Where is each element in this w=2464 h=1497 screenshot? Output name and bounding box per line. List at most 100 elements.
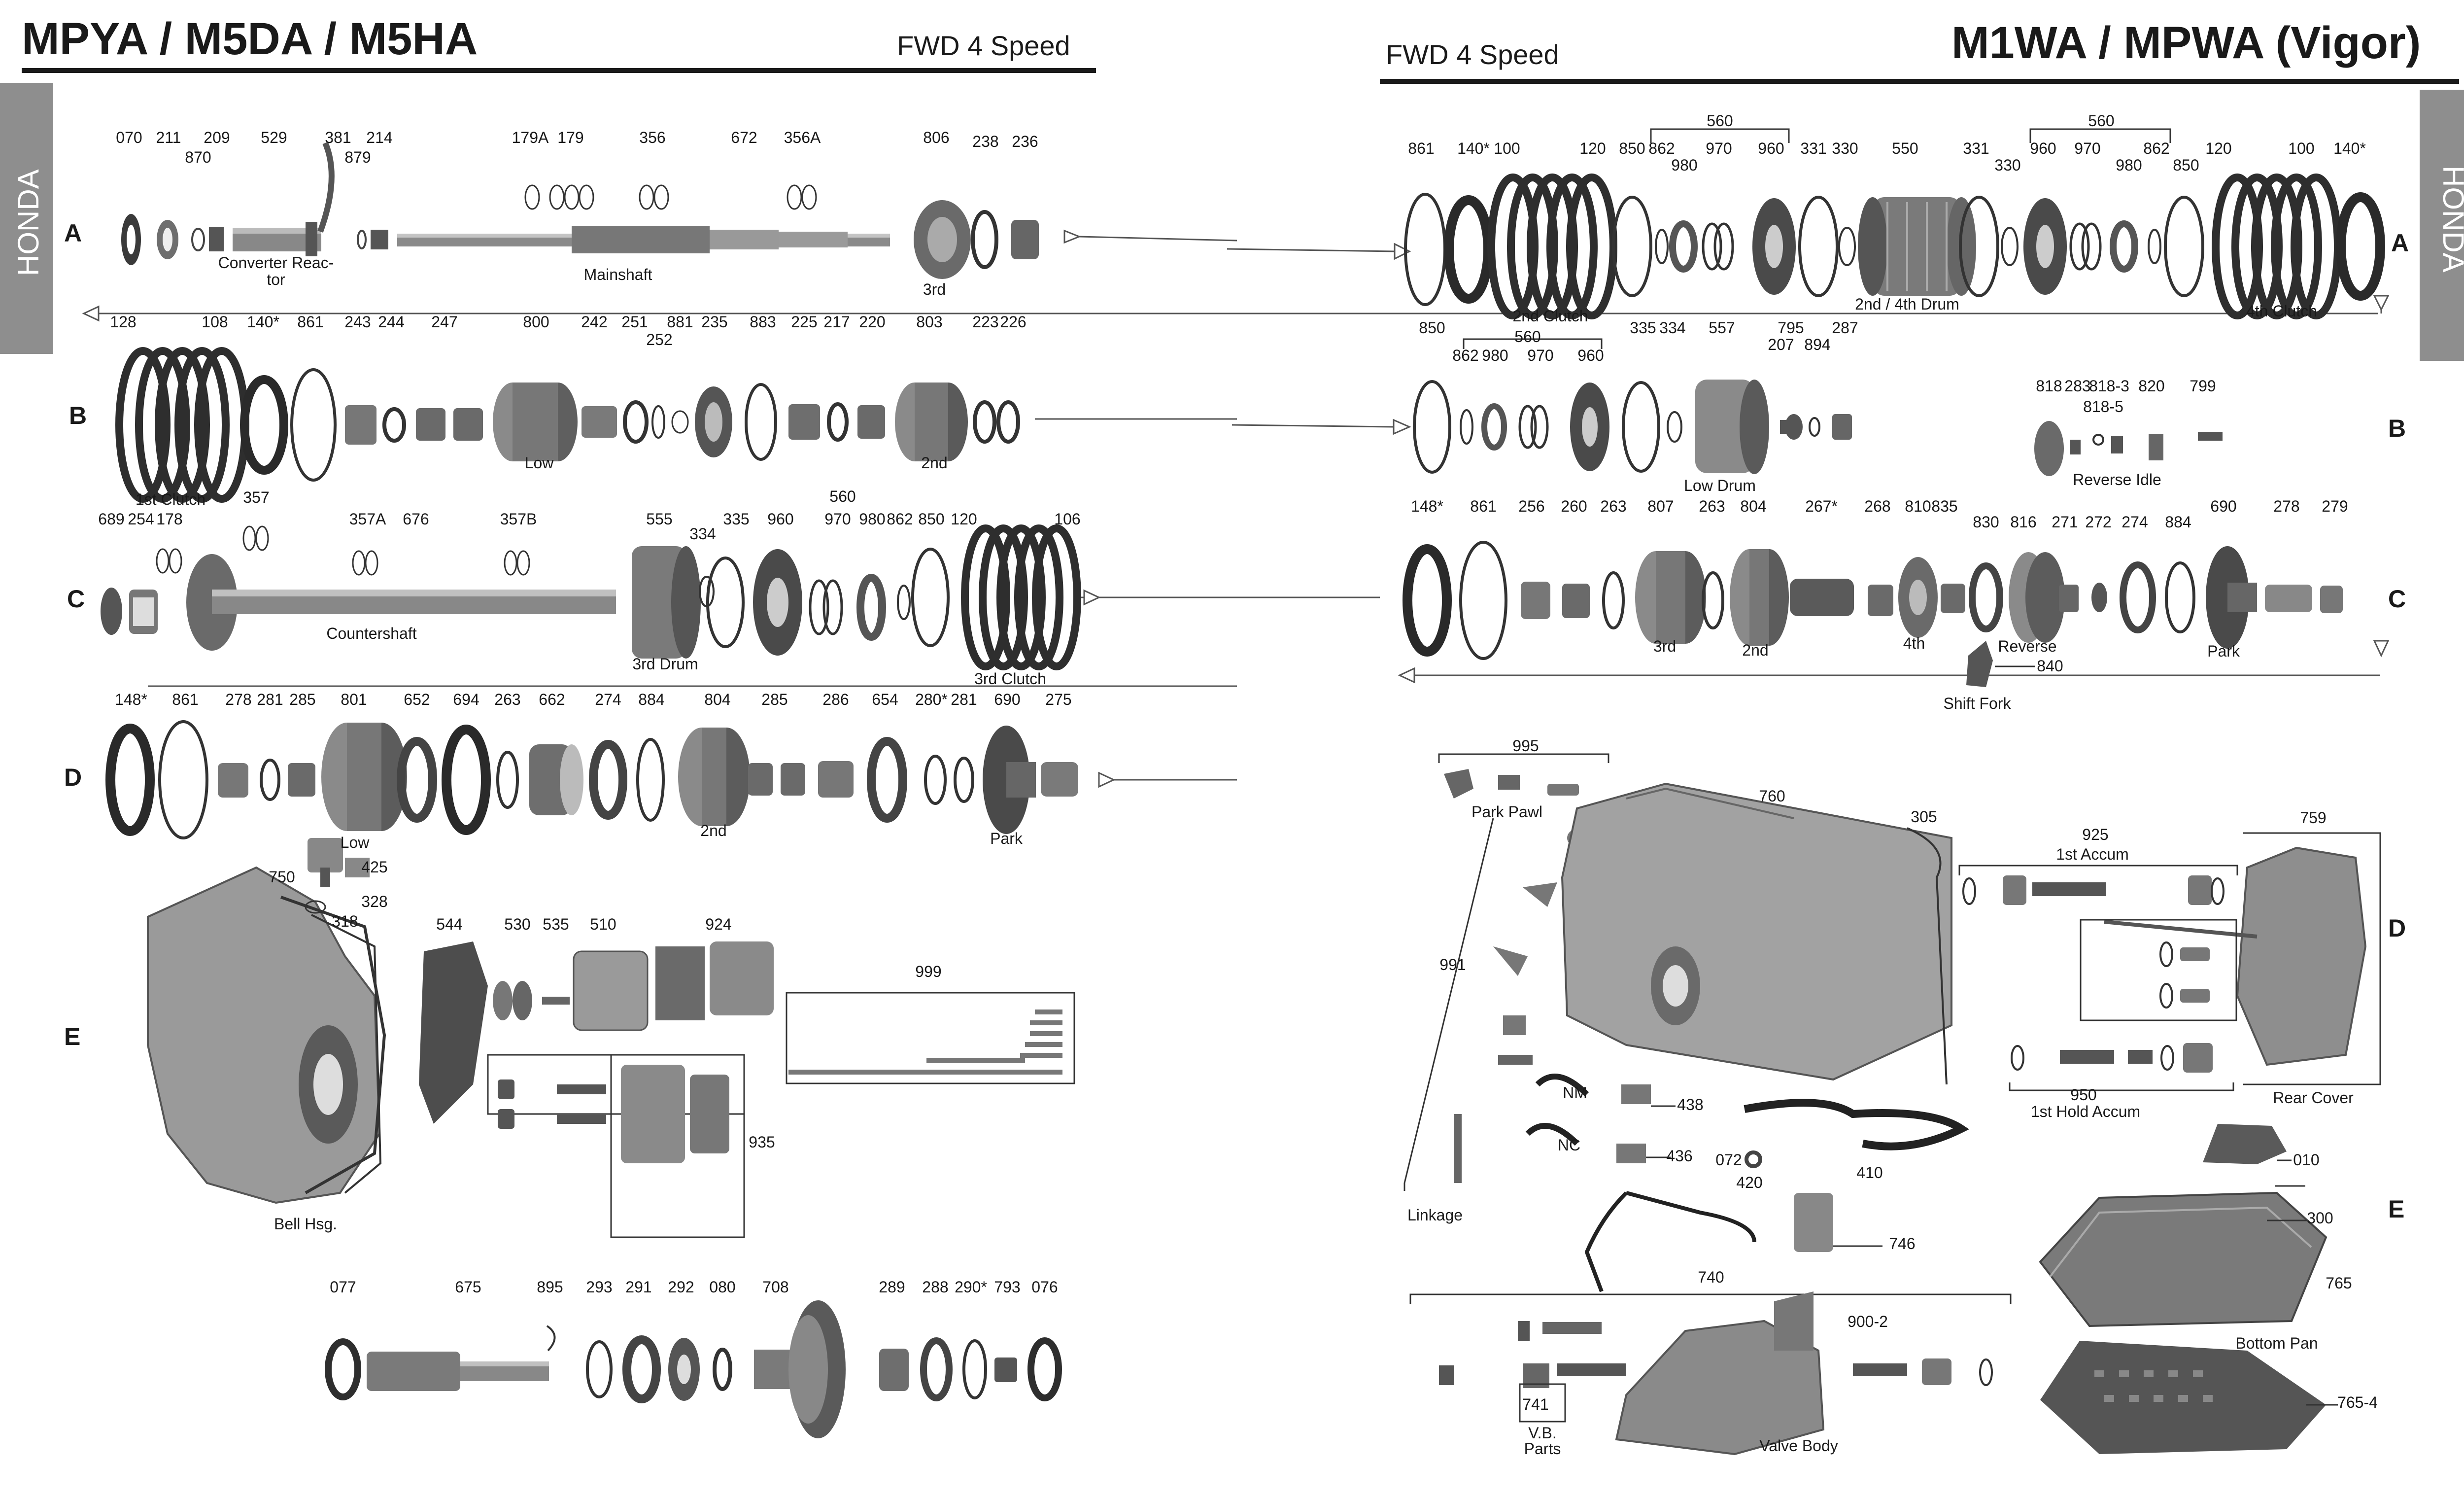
part-number-label: 884 — [638, 691, 664, 708]
part-544-separator-plate — [419, 941, 488, 1124]
part-835-bearing — [1941, 584, 1965, 613]
brand-tab-right-text: HONDA — [2437, 166, 2464, 273]
part-287-bearing — [1832, 414, 1852, 440]
part-861-snapring-ra — [1404, 193, 1446, 306]
part-number-label: 328 — [361, 893, 387, 910]
part-220-bearing — [857, 405, 885, 439]
part-number-label: 263 — [1699, 497, 1725, 515]
part-number-label: 807 — [1647, 497, 1674, 515]
part-268-bearing — [1868, 585, 1893, 616]
part-number-label: 935 — [749, 1133, 775, 1151]
part-862-ring-rb2 — [1460, 409, 1473, 445]
part-335-ring — [706, 557, 745, 648]
part-number-label: 759 — [2300, 809, 2326, 827]
part-number-label: 750 — [269, 868, 295, 886]
part-214-bearing — [371, 230, 388, 249]
part-number-label: 544 — [436, 915, 462, 933]
part-291-bearing — [622, 1335, 661, 1403]
part-076-seal — [1027, 1337, 1062, 1401]
part-number-label: 799 — [2190, 377, 2216, 395]
part-number-label: 438 — [1677, 1096, 1703, 1114]
part-number-label: 108 — [202, 313, 228, 331]
part-number-label: 850 — [918, 510, 944, 528]
part-number-label: 148* — [115, 691, 147, 708]
part-number-label: 356 — [639, 129, 665, 146]
part-293-ring — [586, 1340, 613, 1398]
part-caption-label: Parts — [1524, 1440, 1561, 1458]
part-795-bearing — [1785, 414, 1803, 440]
part-260-bearing — [1562, 584, 1590, 618]
part-256-bearing — [1521, 582, 1550, 619]
part-number-label: 803 — [916, 313, 942, 331]
part-number-label: 960 — [1577, 347, 1604, 364]
part-271-bearing — [2059, 585, 2079, 612]
part-number-label: 291 — [625, 1278, 651, 1296]
part-number-label: 178 — [156, 510, 182, 528]
part-654-bearing — [867, 737, 907, 823]
part-280-race — [924, 755, 947, 805]
part-number-label: 070 — [116, 129, 142, 146]
row-letter-d-left: D — [64, 764, 82, 791]
part-number-label: 285 — [289, 691, 315, 708]
part-caption-label: Park — [990, 830, 1023, 847]
part-caption-label: 1st Clutch — [136, 490, 205, 508]
part-861-snapring — [290, 368, 337, 482]
part-number-label: 900-2 — [1848, 1313, 1888, 1330]
part-557-low-drum — [1695, 380, 1769, 474]
part-caption-label: 2nd — [700, 822, 726, 839]
part-number-label: 285 — [761, 691, 787, 708]
part-number-label: 335 — [723, 510, 749, 528]
part-950-1st-hold-accum — [2009, 1043, 2234, 1091]
part-number-label: 100 — [2288, 139, 2314, 157]
part-number-label: 410 — [1856, 1164, 1882, 1182]
part-number-label: 281 — [951, 691, 977, 708]
part-number-label: 236 — [1012, 133, 1038, 150]
part-275-bearing — [1041, 762, 1078, 797]
part-381-lever — [317, 141, 335, 233]
part-number-label: 510 — [590, 915, 616, 933]
part-number-label: 840 — [2037, 657, 2063, 675]
part-number-label: 800 — [523, 313, 549, 331]
row-letter-c-left: C — [67, 585, 85, 613]
part-760-transmission-case — [1561, 782, 1952, 1081]
part-number-label: 128 — [110, 313, 136, 331]
part-caption-label: Low — [341, 834, 370, 851]
part-caption-label: 3rd Drum — [632, 655, 698, 673]
part-number-label: 226 — [1000, 313, 1026, 331]
part-number-label: 960 — [1758, 139, 1784, 157]
flow-lines — [82, 229, 2390, 788]
part-862-ring — [897, 585, 911, 620]
left-row-c — [101, 524, 1081, 670]
part-980-retainer-ra — [1669, 220, 1698, 273]
part-number-label: 862 — [1452, 347, 1478, 364]
part-number-label: 254 — [128, 510, 154, 528]
part-number-label: 894 — [1804, 336, 1830, 353]
part-970-springs-ra — [1702, 222, 1734, 271]
part-765-bottom-pan — [2039, 1191, 2327, 1327]
part-number-label: 331 — [1963, 139, 1989, 157]
part-305-gasket — [1907, 827, 1948, 1085]
part-number-label: 274 — [2122, 513, 2148, 531]
left-subtitle: FWD 4 Speed — [897, 30, 1070, 61]
part-803-2nd-gear — [895, 383, 968, 461]
part-number-label: 550 — [1892, 139, 1918, 157]
left-row-a — [121, 141, 1039, 279]
part-number-label: 217 — [823, 313, 850, 331]
part-number-label: 223 — [972, 313, 998, 331]
part-number-label: 818-5 — [2083, 398, 2123, 416]
part-425-solenoid — [345, 858, 370, 877]
part-number-label: 999 — [915, 963, 941, 980]
part-number-label: 690 — [994, 691, 1020, 708]
part-070-bearing — [121, 214, 141, 265]
part-935-box — [487, 1054, 745, 1238]
part-number-label: 924 — [705, 915, 731, 933]
part-caption-label: Low — [525, 454, 554, 472]
left-title: MPYA / M5DA / M5HA — [22, 14, 478, 64]
part-247-bearing-b — [453, 408, 483, 441]
part-number-label: 357A — [349, 510, 386, 528]
part-850-ring — [911, 548, 950, 647]
part-278-collar-rc — [2265, 585, 2312, 612]
